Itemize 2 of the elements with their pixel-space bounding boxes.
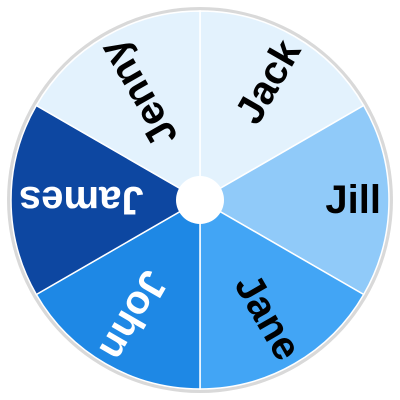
name-label: James bbox=[19, 178, 144, 222]
name-label: Jill bbox=[325, 178, 381, 222]
